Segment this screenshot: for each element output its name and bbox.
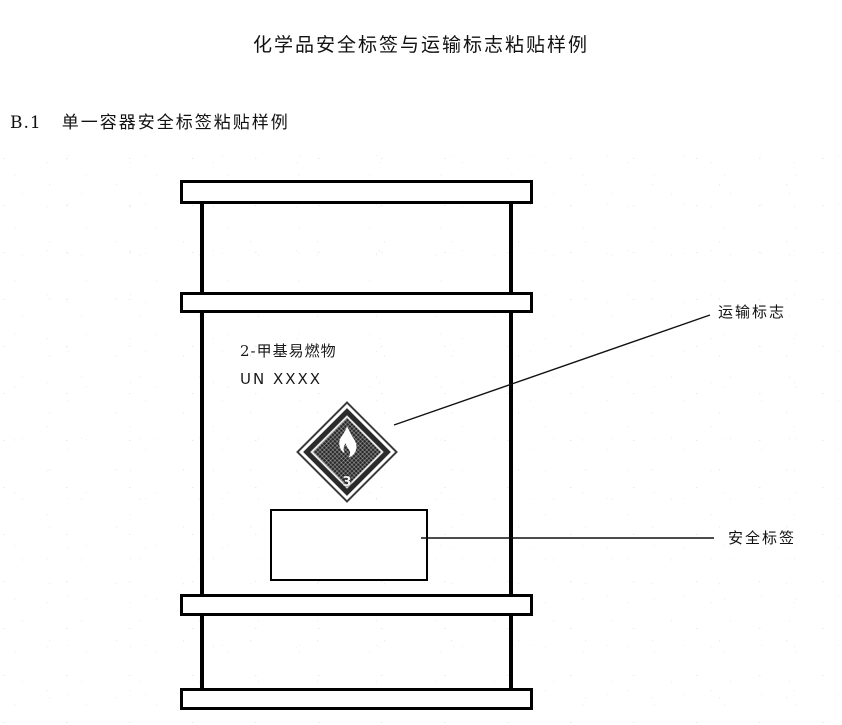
diamond-rotation-wrapper	[298, 403, 396, 501]
product-name-text: 2-甲基易燃物	[240, 342, 337, 360]
un-number-text: UN XXXX	[240, 370, 323, 388]
drum-wall-left-lower	[200, 614, 204, 690]
section-title: 单一容器安全标签粘贴样例	[61, 113, 290, 133]
drum-wall-left-upper	[200, 202, 204, 294]
scan-speckle-texture	[0, 150, 842, 725]
drum-band-lower-hoop	[180, 594, 533, 616]
drum-wall-right-lower	[509, 614, 513, 690]
annotation-safety-label: 安全标签	[728, 529, 797, 547]
drum-band-top-rim	[180, 180, 533, 204]
drum-wall-right-upper	[509, 202, 513, 294]
hazard-placard-diamond: 3	[298, 403, 396, 501]
drum-wall-left-middle	[200, 311, 204, 596]
drum-band-upper-hoop	[180, 292, 533, 313]
drum-printed-text: 2-甲基易燃物 UN XXXX	[240, 340, 490, 397]
section-number: B.1	[10, 113, 42, 133]
diamond-inner-hatch-fill	[310, 415, 384, 489]
page-title: 化学品安全标签与运输标志粘贴样例	[252, 34, 589, 56]
safety-label-rectangle	[270, 509, 428, 581]
section-heading: B.1 单一容器安全标签粘贴样例	[10, 108, 290, 133]
drum-wall-right-middle	[509, 311, 513, 596]
diamond-outer-frame	[298, 403, 396, 501]
annotation-transport-mark: 运输标志	[718, 303, 787, 321]
drum-band-bottom-rim	[180, 688, 533, 710]
